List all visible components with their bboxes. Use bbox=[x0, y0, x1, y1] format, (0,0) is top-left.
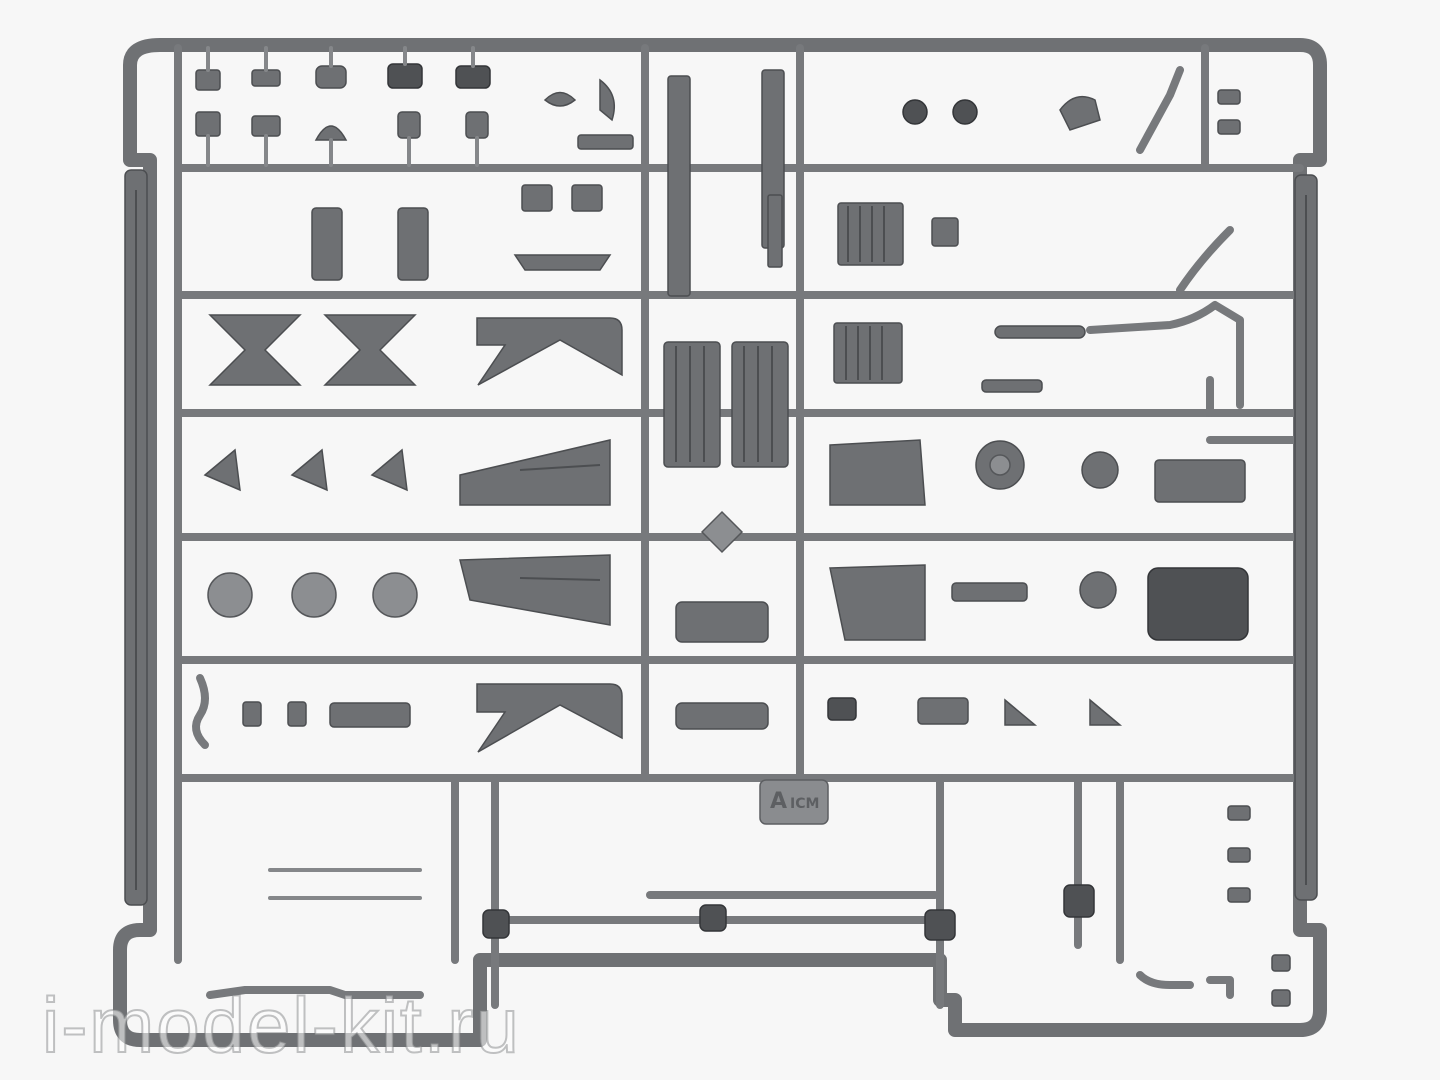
watermark-text: i-model-kit.ru bbox=[41, 980, 521, 1070]
shock-absorber-parts bbox=[311, 184, 612, 281]
radiator-cores-center bbox=[663, 341, 789, 468]
sprue-letter: A bbox=[770, 789, 787, 814]
side-rails bbox=[124, 169, 1318, 906]
hook-parts bbox=[1136, 89, 1291, 1007]
brand-mark: ICM bbox=[790, 796, 819, 812]
small-parts-top-left bbox=[195, 46, 634, 167]
axle-assemblies bbox=[482, 776, 1095, 1009]
spring-seats bbox=[203, 448, 418, 618]
gearbox-parts bbox=[829, 379, 1249, 641]
inner-runners bbox=[174, 44, 1304, 964]
lower-right-brackets bbox=[827, 697, 1123, 726]
fender-parts bbox=[459, 317, 623, 753]
x-brackets bbox=[208, 314, 417, 386]
center-column-parts bbox=[663, 69, 789, 730]
radiator-and-tank-parts bbox=[833, 66, 1244, 409]
sprue-tag: A ICM bbox=[759, 779, 829, 825]
lower-left-parts bbox=[192, 674, 424, 999]
sprue-outer-frame bbox=[113, 38, 1327, 1047]
